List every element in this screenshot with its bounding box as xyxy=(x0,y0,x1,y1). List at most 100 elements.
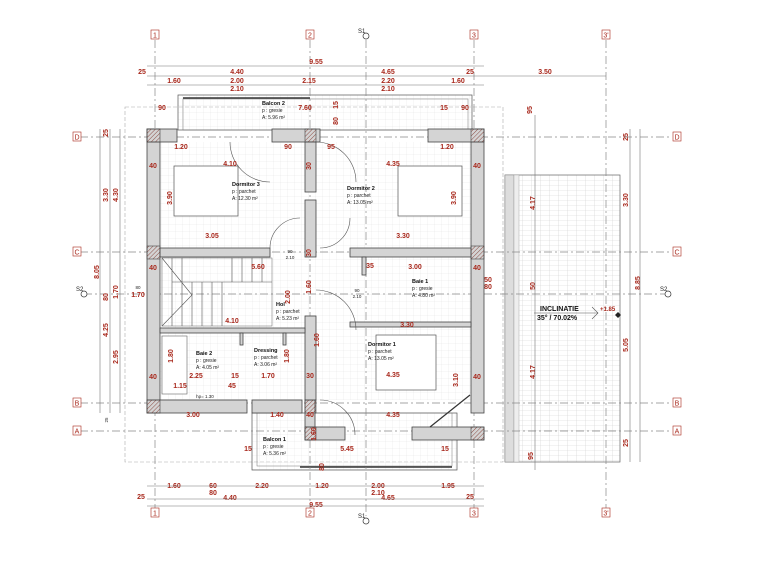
dimension-label: 1.80 xyxy=(168,349,175,363)
dimension-label: 4.30 xyxy=(113,188,120,202)
dimension-label: 1.20 xyxy=(440,144,454,151)
dimension-label: 4.35 xyxy=(386,161,400,168)
grid-label-box xyxy=(305,507,315,518)
dimension-label: 3.30 xyxy=(400,322,414,329)
dimension-label: 3.05 xyxy=(205,233,219,240)
grid-label-box xyxy=(150,507,160,518)
dimension-label: 40 xyxy=(149,163,157,170)
room-area: A: 4.05 m² xyxy=(196,365,219,371)
roof-slope-value: 35° / 70.02% xyxy=(537,314,578,322)
room-area: A: 13.05 m² xyxy=(347,200,373,206)
dimension-label: 5.05 xyxy=(623,338,630,352)
dimension-label: 1.60 xyxy=(451,78,465,85)
section-label: S2 xyxy=(660,287,668,293)
walls xyxy=(146,128,485,441)
dimension-label: 25 xyxy=(137,494,145,501)
room-area: A: 12.30 m² xyxy=(232,196,258,202)
dimension-label: 2.15 xyxy=(302,78,316,85)
grid-label-box xyxy=(601,507,611,518)
dimension-label: 50 xyxy=(530,282,537,290)
dimension-label: 4.35 xyxy=(386,372,400,379)
dimension-label: 25 xyxy=(623,439,630,447)
grid-axis-label: 2 xyxy=(308,33,312,40)
dimension-label: 40 xyxy=(473,163,481,170)
room-area: A: 5.36 m² xyxy=(263,451,286,457)
dimension-label: 90 xyxy=(287,249,293,254)
dimension-label: 15 xyxy=(440,105,448,112)
room-area: A: 5.96 m² xyxy=(262,115,285,121)
room-area: A: 3.06 m² xyxy=(254,362,277,368)
dimension-label: 25 xyxy=(623,133,630,141)
roof-slope-label: INCLINATIE xyxy=(540,306,579,313)
dimension-label: 2.10 xyxy=(230,86,244,93)
dimension-label: 15 xyxy=(244,446,252,453)
room-name: Hol xyxy=(276,302,285,308)
dimension-label: 1.20 xyxy=(174,144,188,151)
bed-dormitor-3 xyxy=(173,165,239,217)
dimension-label: 1.15 xyxy=(173,383,187,390)
grid-axis-label: D xyxy=(74,135,79,142)
section-label: S1 xyxy=(358,514,366,520)
roof-elevation: +1.85 xyxy=(600,307,616,313)
dimension-label: 3.30 xyxy=(103,188,110,202)
grid-label-box xyxy=(469,29,479,40)
dimension-label: 9.55 xyxy=(309,502,323,509)
dimension-label: 2.95 xyxy=(113,350,120,364)
bathtub xyxy=(161,335,188,395)
dimension-label: 90 xyxy=(461,105,469,112)
room-floor-finish: p : gresie xyxy=(196,358,217,364)
grid-label-box xyxy=(305,29,315,40)
grid-axis-label: A xyxy=(675,429,680,436)
grid-axis-label: 2 xyxy=(308,511,312,518)
dimension-label: 8.05 xyxy=(94,265,101,279)
dimension-label: 1.70 xyxy=(113,285,120,299)
section-marker-icon xyxy=(362,32,370,40)
grid-axis-label: C xyxy=(74,250,79,257)
dimension-label: 2.10 xyxy=(381,86,395,93)
bed-dormitor-1 xyxy=(375,334,437,391)
dimension-label: 2.10 xyxy=(286,255,295,260)
dimension-label: 1.60 xyxy=(167,483,181,490)
dimension-label: 7.60 xyxy=(298,105,312,112)
dimension-label: 2.00 xyxy=(230,78,244,85)
grid-label-box xyxy=(72,397,82,408)
dimension-label: 40 xyxy=(306,412,314,419)
dimension-label: 15 xyxy=(333,101,340,109)
dimension-label: 2.10 xyxy=(353,294,362,299)
dimension-label: 3.00 xyxy=(186,412,200,419)
grid-label-box xyxy=(672,397,682,408)
dimension-label: 4.10 xyxy=(223,161,237,168)
room-name: Dressing xyxy=(254,348,278,354)
grid-axis-label: B xyxy=(675,401,680,408)
dimension-label: 2.20 xyxy=(255,483,269,490)
dimension-label: 40 xyxy=(473,374,481,381)
grid-axis-label: 3' xyxy=(603,511,608,518)
room-name: Balcon 2 xyxy=(262,101,285,107)
dimension-label: 25 xyxy=(466,494,474,501)
dimension-label: 4.35 xyxy=(386,412,400,419)
room-floor-finish: p : parchet xyxy=(347,193,371,199)
dimension-label: 40 xyxy=(149,374,157,381)
grid-label-box xyxy=(672,425,682,436)
room-name: Dormitor 3 xyxy=(232,182,260,188)
grid-axis-label: 1 xyxy=(153,33,157,40)
dimension-label: 3.90 xyxy=(451,191,458,205)
room-floor-finish: p : parchet xyxy=(232,189,256,195)
dimension-label: 80 xyxy=(333,117,340,125)
room-name: Baie 2 xyxy=(196,351,212,357)
dimension-label: 30 xyxy=(306,162,313,170)
dimension-label: 95 xyxy=(327,144,335,151)
dimension-label: 90 xyxy=(284,144,292,151)
dimension-label: 25 xyxy=(138,69,146,76)
dimension-label: 2.00 xyxy=(371,483,385,490)
dimension-label: 1.60 xyxy=(311,427,318,441)
dimension-label: 2.10 xyxy=(371,490,385,497)
dimension-label: 4.40 xyxy=(223,495,237,502)
staircase xyxy=(161,257,273,327)
dimension-label: 2.20 xyxy=(381,78,395,85)
dimension-label: 80 xyxy=(209,490,217,497)
dimension-label: 45 xyxy=(228,383,236,390)
dimension-label: 3.90 xyxy=(167,191,174,205)
